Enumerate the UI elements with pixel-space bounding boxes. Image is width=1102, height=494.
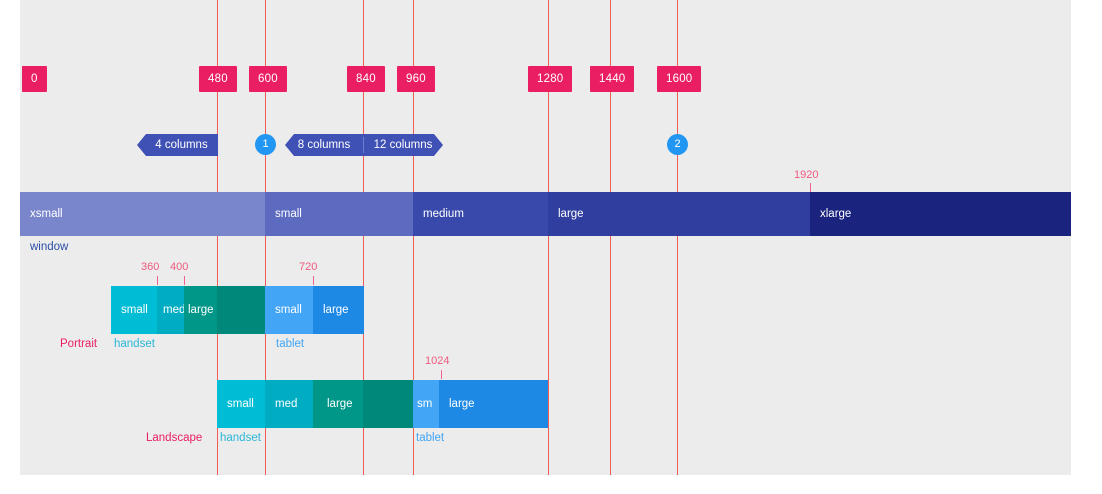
breakpoint-badge-1440[interactable]: 1440 bbox=[590, 66, 635, 92]
window-cell-small[interactable]: small bbox=[265, 192, 413, 236]
landscape-tick-1024-num: 1024 bbox=[425, 355, 450, 367]
portrait-cell-tablet-large[interactable]: large bbox=[313, 286, 364, 334]
columns-segment-12: 12 columns bbox=[363, 134, 443, 156]
portrait-cell-label: small bbox=[121, 304, 148, 316]
window-tick-1920 bbox=[810, 183, 811, 192]
landscape-cell-label: med bbox=[275, 398, 298, 410]
landscape-cell-label: large bbox=[327, 398, 353, 410]
portrait-cell-label: large bbox=[188, 304, 214, 316]
guide-line-1440 bbox=[610, 0, 611, 475]
portrait-cell-label: large bbox=[323, 304, 349, 316]
diagram-canvas: 0 480 600 840 960 1280 1440 1600 4 colum… bbox=[20, 0, 1071, 475]
portrait-cell-handset-large[interactable]: large bbox=[184, 286, 217, 334]
portrait-tick-360-num: 360 bbox=[141, 261, 160, 273]
breakpoint-badge-0[interactable]: 0 bbox=[22, 66, 47, 92]
breakpoint-badge-840[interactable]: 840 bbox=[347, 66, 385, 92]
window-cell-medium[interactable]: medium bbox=[413, 192, 548, 236]
landscape-cell-handset-large[interactable]: large bbox=[313, 380, 363, 428]
breakpoint-badge-480[interactable]: 480 bbox=[199, 66, 237, 92]
landscape-cell-label: small bbox=[227, 398, 254, 410]
landscape-cell-tablet-large[interactable]: large bbox=[439, 380, 548, 428]
guide-line-1600 bbox=[677, 0, 678, 475]
columns-segment-4: 4 columns bbox=[155, 139, 208, 151]
columns-band-8-12[interactable]: 8 columns 12 columns bbox=[285, 134, 443, 156]
portrait-tick-400-num: 400 bbox=[170, 261, 189, 273]
window-cell-large[interactable]: large bbox=[548, 192, 810, 236]
landscape-cell-tablet-sm[interactable]: sm bbox=[413, 380, 439, 428]
window-cell-xsmall[interactable]: xsmall bbox=[20, 192, 265, 236]
window-cell-label: small bbox=[275, 208, 302, 220]
guide-line-480 bbox=[217, 0, 218, 475]
marker-1[interactable]: 1 bbox=[255, 134, 276, 155]
portrait-cell-label: small bbox=[275, 304, 302, 316]
portrait-cell-handset-small[interactable]: small bbox=[111, 286, 157, 334]
portrait-tick-720-num: 720 bbox=[299, 261, 318, 273]
breakpoint-badge-1280[interactable]: 1280 bbox=[528, 66, 573, 92]
columns-segment-8: 8 columns bbox=[297, 139, 351, 151]
breakpoint-badge-600[interactable]: 600 bbox=[249, 66, 287, 92]
guide-line-600 bbox=[265, 0, 266, 475]
portrait-band: small med large small large bbox=[111, 286, 364, 334]
landscape-cell-handset-med[interactable]: med bbox=[265, 380, 313, 428]
window-band: xsmall small medium large xlarge bbox=[20, 192, 1071, 236]
marker-2[interactable]: 2 bbox=[667, 134, 688, 155]
portrait-sublabel-handset: handset bbox=[114, 338, 155, 350]
landscape-side-label: Landscape bbox=[146, 432, 203, 444]
window-cell-label: xlarge bbox=[820, 208, 852, 220]
columns-band-4[interactable]: 4 columns bbox=[137, 134, 218, 156]
landscape-tick-1024 bbox=[441, 370, 442, 379]
landscape-cell-label: sm bbox=[417, 398, 433, 410]
breakpoint-badge-960[interactable]: 960 bbox=[397, 66, 435, 92]
window-cell-label: xsmall bbox=[30, 208, 63, 220]
landscape-band: small med large sm large bbox=[217, 380, 548, 428]
window-cell-xlarge[interactable]: xlarge bbox=[810, 192, 1071, 236]
portrait-cell-handset-gap[interactable] bbox=[217, 286, 265, 334]
portrait-cell-label: med bbox=[163, 304, 186, 316]
portrait-sublabel-tablet: tablet bbox=[276, 338, 305, 350]
portrait-side-label: Portrait bbox=[60, 338, 98, 350]
landscape-cell-handset-small[interactable]: small bbox=[217, 380, 265, 428]
landscape-sublabel-tablet: tablet bbox=[416, 432, 445, 444]
window-cell-label: large bbox=[558, 208, 584, 220]
portrait-cell-tablet-small[interactable]: small bbox=[265, 286, 313, 334]
guide-line-1280 bbox=[548, 0, 549, 475]
landscape-sublabel-handset: handset bbox=[220, 432, 261, 444]
window-row-label: window bbox=[30, 241, 69, 253]
breakpoint-badge-1600[interactable]: 1600 bbox=[657, 66, 702, 92]
landscape-cell-handset-gap[interactable] bbox=[363, 380, 413, 428]
landscape-cell-label: large bbox=[449, 398, 475, 410]
window-cell-label: medium bbox=[423, 208, 464, 220]
guide-line-960 bbox=[413, 0, 414, 475]
guide-line-840 bbox=[363, 0, 364, 475]
portrait-cell-handset-med[interactable]: med bbox=[157, 286, 186, 334]
portrait-tick-400 bbox=[184, 276, 185, 285]
window-tick-1920-num: 1920 bbox=[794, 169, 819, 181]
portrait-tick-360 bbox=[157, 276, 158, 285]
portrait-tick-720 bbox=[313, 276, 314, 285]
